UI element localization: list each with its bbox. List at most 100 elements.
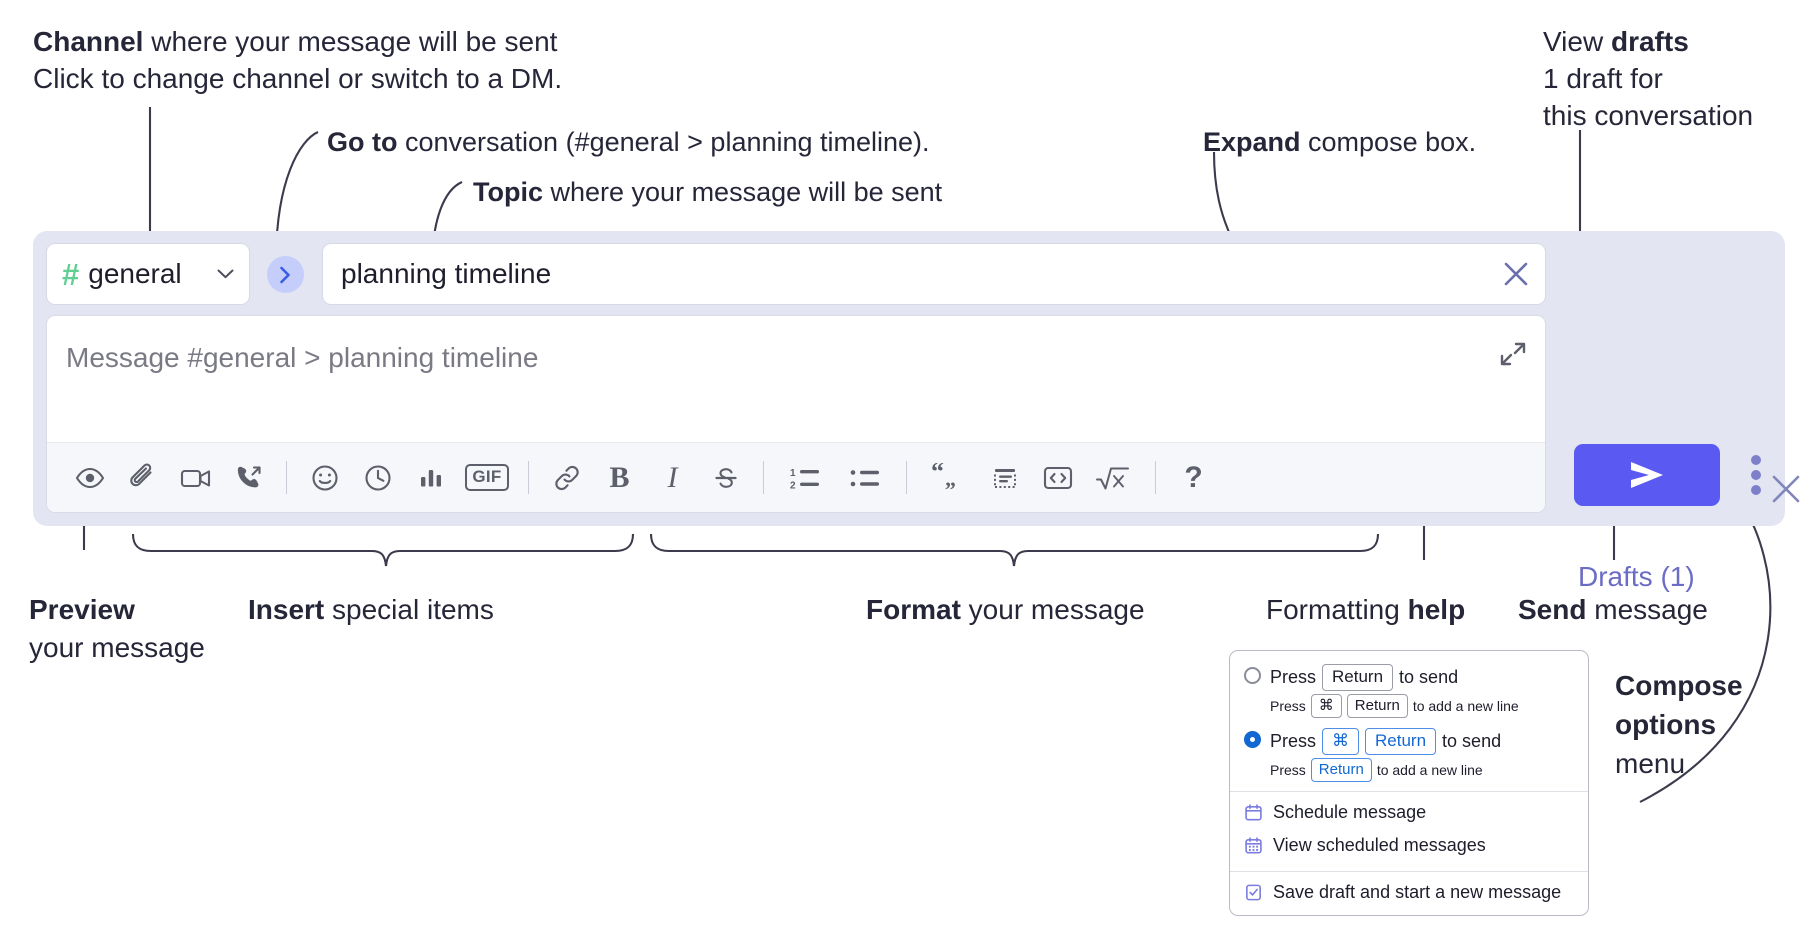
annotation-goto: Go to conversation (#general > planning … [327,125,930,160]
annotation-send-rest: message [1586,594,1708,625]
annotation-format-bold: Format [866,594,961,625]
annotation-send-bold: Send [1518,594,1587,625]
menu-item-view-scheduled-label: View scheduled messages [1273,835,1486,856]
code-block-icon[interactable] [978,451,1031,504]
annotation-compose-options-bold1: Compose [1615,670,1743,701]
calendar-icon [1245,804,1262,821]
compose-header-row: # general planning timeline [46,243,1546,305]
expand-diagonal-icon[interactable] [1497,338,1529,370]
topic-value: planning timeline [341,258,552,289]
send-option-row-cmd[interactable]: Press ⌘ Return to send [1230,724,1588,756]
link-icon[interactable] [540,451,593,504]
annotation-preview-line2: your message [29,632,205,663]
bold-label: B [609,460,630,494]
annotation-format: Format your message [866,592,1145,628]
vertical-dots-icon[interactable] [1741,453,1771,497]
send-option-hint: Press ⌘ Return to add a new line [1230,691,1588,719]
svg-text:2: 2 [790,480,796,491]
goto-conversation-button[interactable] [267,256,304,293]
formatting-toolbar: GIF B I [47,442,1545,512]
calendar-grid-icon [1245,837,1262,854]
annotation-expand-bold: Expand [1203,127,1301,157]
italic-icon[interactable]: I [646,451,699,504]
message-input-placeholder[interactable]: Message #general > planning timeline [66,342,539,373]
annotation-expand: Expand compose box. [1203,125,1476,160]
send-option-label: Press Return to send [1270,664,1458,691]
annotation-topic: Topic where your message will be sent [473,175,942,210]
annotation-compose-options-l2: options [1615,707,1716,743]
annotation-insert-bold: Insert [248,594,325,625]
close-compose-icon[interactable] [1768,471,1804,507]
send-paper-plane-icon [1631,462,1663,488]
opt1-sub-word-4: to add a new line [1412,698,1519,715]
annotation-channel: Channel where your message will be sent [33,24,557,60]
audio-call-icon[interactable] [222,451,275,504]
opt1-sub-key-cmd: ⌘ [1310,693,1342,719]
menu-item-save-draft[interactable]: Save draft and start a new message [1230,876,1588,909]
radio-return-to-send[interactable] [1244,667,1261,684]
divider-3 [763,461,764,494]
inline-code-icon[interactable] [1031,451,1084,504]
svg-text:1: 1 [790,468,796,479]
annotation-insert-rest: special items [324,594,494,625]
chevron-right-icon [280,266,290,283]
annotation-topic-rest: where your message will be sent [543,177,943,207]
annotation-goto-bold: Go to [327,127,398,157]
gif-icon[interactable]: GIF [457,451,517,504]
annotation-drafts: View drafts [1543,24,1689,60]
divider-4 [906,461,907,494]
reminder-icon[interactable] [351,451,404,504]
menu-item-save-draft-label: Save draft and start a new message [1273,882,1562,903]
document-check-icon [1246,884,1261,901]
math-icon[interactable] [1084,451,1144,504]
annotation-channel-bold: Channel [33,26,144,57]
annotation-drafts-pre: View [1543,26,1611,57]
attach-icon[interactable] [116,451,169,504]
opt2-key-cmd: ⌘ [1322,728,1360,756]
send-button[interactable] [1574,444,1720,506]
chevron-down-icon [217,269,234,279]
opt2-word-1: Press [1270,731,1317,752]
annotation-drafts-sub1: 1 draft for [1543,63,1663,94]
emoji-icon[interactable] [298,451,351,504]
annotation-compose-options-l1: Compose [1615,668,1743,704]
channel-selector[interactable]: # general [46,243,250,305]
formatting-help-icon[interactable]: ? [1167,451,1220,504]
opt1-word-3: to send [1399,666,1459,687]
annotation-expand-rest: compose box. [1300,127,1477,157]
video-icon[interactable] [169,451,222,504]
drafts-link[interactable]: Drafts (1) [1578,561,1695,592]
close-x-icon[interactable] [1499,257,1533,291]
bold-icon[interactable]: B [593,451,646,504]
blockquote-icon[interactable]: “ „ [918,451,978,504]
gif-label: GIF [465,464,509,491]
annotation-insert: Insert special items [248,592,494,628]
menu-item-view-scheduled[interactable]: View scheduled messages [1230,829,1588,862]
send-option-row[interactable]: Press Return to send [1230,660,1588,691]
divider-2 [528,461,529,494]
annotation-drafts-sub2: this conversation [1543,100,1754,131]
annotation-drafts-bold: drafts [1610,26,1689,57]
annotation-goto-rest: conversation (#general > planning timeli… [397,127,930,157]
annotation-compose-options-l3: menu [1615,748,1686,779]
preview-icon[interactable] [63,451,116,504]
ordered-list-icon[interactable]: 1 2 [775,451,835,504]
menu-separator-1 [1230,791,1588,793]
opt1-sub-key-return: Return [1346,693,1408,719]
topic-input[interactable]: planning timeline [322,243,1546,305]
radio-cmd-return-to-send[interactable] [1244,731,1261,749]
strikethrough-icon[interactable] [699,451,752,504]
annotation-channel-sub: Click to change channel or switch to a D… [33,63,563,94]
menu-item-schedule-message[interactable]: Schedule message [1230,796,1588,829]
compose-box: # general planning timeline [33,231,1800,592]
annotation-help-bold: help [1407,594,1466,625]
annotation-topic-bold: Topic [473,177,543,207]
annotation-send: Send message [1518,592,1708,628]
annotation-preview-bold: Preview [29,594,135,625]
bulleted-list-icon[interactable] [835,451,895,504]
annotation-help-pre: Formatting [1266,594,1408,625]
annotation-help: Formatting help [1266,592,1465,628]
opt2-sub-key-return: Return [1310,758,1372,783]
poll-icon[interactable] [404,451,457,504]
hash-icon: # [62,256,80,292]
